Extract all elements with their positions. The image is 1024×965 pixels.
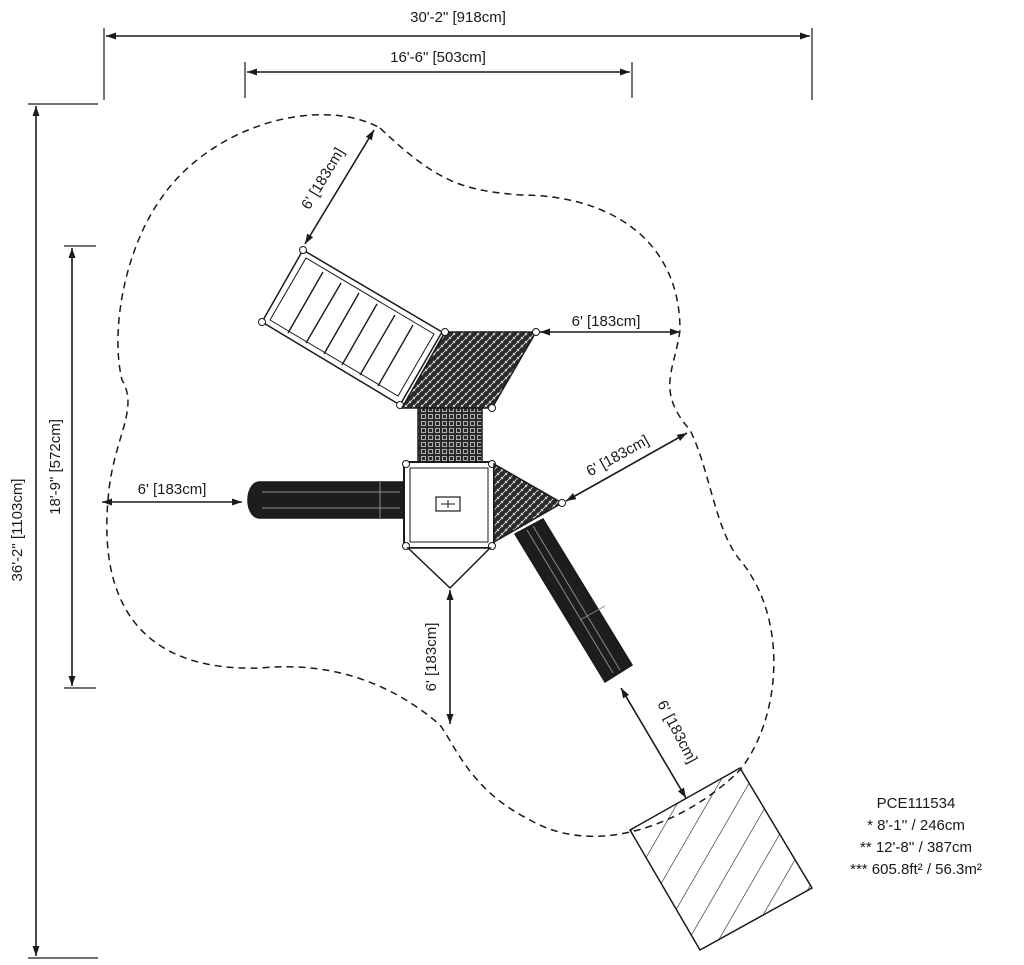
overall-depth-label: 36'-2" [1103cm]: [9, 479, 26, 582]
structure-width-label: 16'-6" [503cm]: [390, 49, 486, 66]
clearance-bottom-label: 6' [183cm]: [423, 623, 440, 692]
main-deck: [402, 460, 496, 550]
use-zone-outline: [106, 114, 775, 837]
clearance-triangle-deck-label: 6' [183cm]: [584, 432, 652, 480]
slide-exit-zone: [628, 766, 814, 952]
use-zone-area-note: *** 605.8ft² / 56.3m²: [850, 861, 982, 878]
fall-height-note: * 8'-1'' / 246cm: [867, 817, 965, 834]
upper-deck: [400, 328, 540, 412]
diagonal-slide: [513, 518, 634, 684]
left-tube-slide: [247, 481, 405, 519]
climbing-ladder: [258, 246, 444, 409]
connector-bridge: [417, 407, 483, 465]
overall-width-label: 30'-2" [918cm]: [410, 9, 506, 26]
clearance-slide-left-label: 6' [183cm]: [138, 481, 207, 498]
clearance-slide-exit-line: [620, 687, 687, 799]
max-height-note: ** 12'-8'' / 387cm: [860, 839, 972, 856]
triangle-deck: [493, 462, 566, 544]
structure-depth-label: 18'-9" [572cm]: [47, 419, 64, 515]
model-number: PCE111534: [876, 795, 956, 812]
clearance-ladder-line: [304, 129, 375, 245]
clearance-ladder-label: 6' [183cm]: [298, 145, 348, 213]
clearance-deck-right-label: 6' [183cm]: [572, 313, 641, 330]
triangle-entry: [406, 547, 492, 590]
clearance-triangle-deck-line: [565, 432, 688, 502]
spec-notes: PCE111534 * 8'-1'' / 246cm ** 12'-8'' / …: [816, 793, 1016, 881]
